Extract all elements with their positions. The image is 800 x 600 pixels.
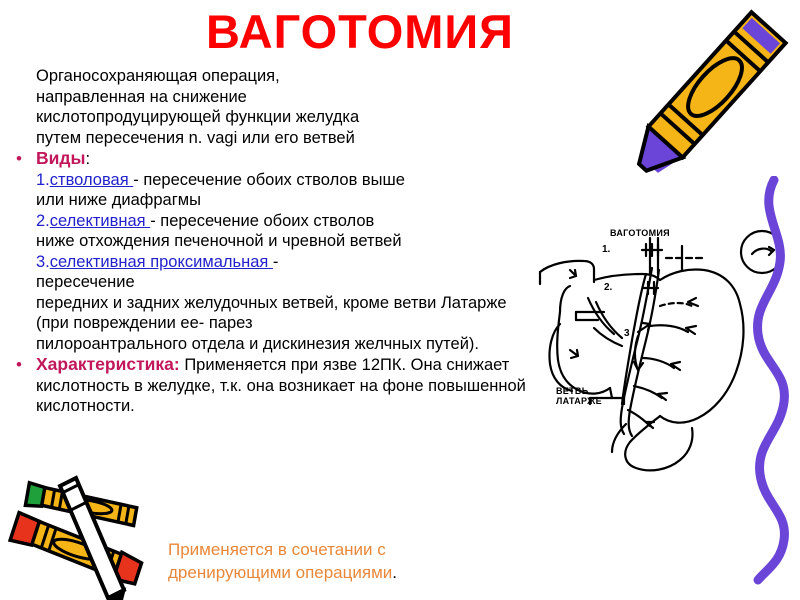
crayon-top-right — [612, 0, 800, 201]
intro-line-4: путем пересечения n. vagi или его ветвей — [36, 128, 355, 147]
type-item-2-line: 2.селективная - пересечение обоих стволо… — [36, 211, 538, 232]
intro-line-2: направленная на снижение — [36, 87, 247, 106]
diagram-label-latarzhe-line2: ЛАТАРЖЕ — [556, 396, 602, 406]
squiggle-line-icon — [753, 175, 789, 585]
orange-note-line-1: Применяется в сочетании с — [168, 540, 386, 559]
diagram-marker-1: 1. — [602, 244, 611, 255]
intro-line-3: кислотопродуцирующей функции желудка — [36, 108, 360, 126]
orange-note-line-2-text: дренирующими операциями — [168, 563, 393, 582]
type-item-1-line: 1.стволовая - пересечение обоих стволов … — [36, 170, 538, 191]
type-1-link[interactable]: стволовая — [49, 170, 134, 189]
type-3-rest: - — [272, 252, 279, 271]
orange-note-period: . — [392, 563, 397, 582]
type-1-rest: - пересечение обоих стволов выше — [133, 170, 405, 189]
characteristic-heading: Характеристика: — [36, 354, 180, 374]
type-item-2-extra: ниже отхождения печеночной и чревной вет… — [36, 232, 402, 250]
purple-squiggle — [744, 175, 800, 593]
types-heading-line: Виды: — [36, 148, 538, 170]
crayon-group-icon — [7, 475, 144, 600]
type-2-number: 2. — [36, 211, 50, 230]
intro-line-1: Органосохраняющая операция, — [36, 67, 280, 85]
type-item-3-line: 3.селективная проксимальная - — [36, 252, 538, 273]
yellow-crayon-icon — [636, 9, 789, 173]
characteristic-paragraph: • Характеристика: Применяется при язве 1… — [8, 354, 538, 417]
type-item-3-extra: пересечение — [36, 273, 135, 291]
type-2-link[interactable]: селективная — [49, 211, 151, 230]
bullet-marker-characteristic: • — [16, 355, 22, 374]
orange-note-line-2: дренирующими операциями. — [168, 561, 508, 584]
type-item-3-extra2: передних и задних желудочных ветвей, кро… — [36, 293, 507, 333]
characteristic-line: Характеристика: Применяется при язве 12П… — [36, 354, 538, 417]
type-3-link[interactable]: селективная проксимальная — [49, 252, 273, 271]
characteristic-text: Применяется при язве 12ПК. Она снижает к… — [36, 356, 526, 415]
type-1-number: 1. — [36, 170, 50, 189]
stomach-diagram-svg — [538, 229, 785, 472]
diagram-marker-2: 2. — [604, 282, 613, 293]
type-item-3-extra3: пилороантрального отдела и дискинезия же… — [36, 334, 480, 353]
diagram-label-vagotomy: ВАГОТОМИЯ — [610, 228, 670, 238]
black-pen-icon — [57, 475, 127, 600]
intro-paragraph: Органосохраняющая операция, направленная… — [8, 66, 538, 148]
diagram-label-latarzhe-line1: ВЕТВЬ — [556, 386, 589, 396]
types-paragraph: • Виды: 1.стволовая - пересечение обоих … — [8, 148, 538, 354]
body-text-block: Органосохраняющая операция, направленная… — [8, 66, 538, 417]
type-item-1-extra: или ниже диафрагмы — [36, 191, 201, 209]
type-2-rest: - пересечение обоих стволов — [150, 211, 375, 230]
crayons-bottom-left — [0, 470, 166, 600]
page-title: ВАГОТОМИЯ — [206, 5, 514, 58]
orange-note: Применяется в сочетании с дренирующими о… — [168, 538, 508, 584]
types-heading-colon: : — [85, 150, 91, 168]
bullet-marker-types: • — [16, 149, 22, 168]
types-heading: Виды — [36, 148, 86, 168]
diagram-marker-3: 3 — [624, 328, 630, 339]
type-3-number: 3. — [36, 252, 50, 271]
